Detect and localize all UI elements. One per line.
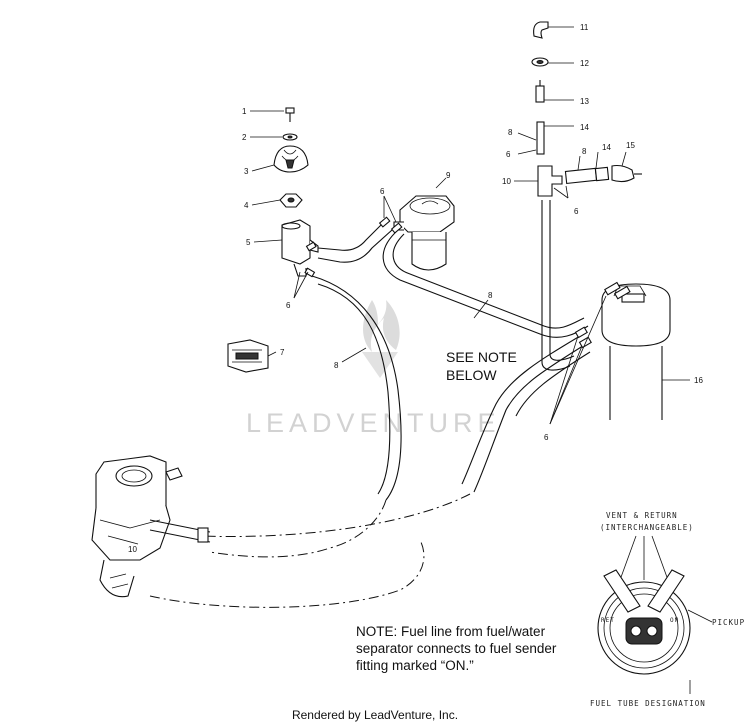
- callout-6-side: 6: [574, 207, 579, 216]
- part-12-grommet: [531, 57, 574, 67]
- watermark-text: LEADVENTURE: [246, 408, 501, 438]
- part-10-tee-fitting: [514, 165, 563, 197]
- callout-6-filter: 6: [380, 187, 385, 196]
- callout-9: 9: [446, 171, 451, 180]
- callout-11: 11: [580, 23, 589, 32]
- dashed-routing: [149, 493, 471, 608]
- callout-8-upper: 8: [508, 128, 513, 137]
- hose-clamps-filter: [378, 195, 403, 234]
- part-2-washer: [282, 133, 298, 141]
- callout-8-side: 8: [582, 147, 587, 156]
- callout-14-top: 14: [580, 123, 589, 132]
- callout-10-tee: 10: [502, 177, 511, 186]
- callout-8-mid: 8: [488, 291, 493, 300]
- callout-6-upper: 6: [506, 150, 511, 159]
- inset-title-2: (INTERCHANGEABLE): [600, 523, 694, 532]
- inset-pickup-label: PICKUP: [712, 618, 745, 627]
- note-line2: separator connects to fuel sender: [356, 641, 557, 656]
- fuel-hoses: [311, 200, 591, 501]
- fuel-tube-inset: VENT & RETURN (INTERCHANGEABLE) RET ON P…: [590, 511, 745, 708]
- callout-2: 2: [242, 133, 247, 142]
- note-line3: fitting marked “ON.”: [356, 658, 474, 673]
- part-14-tube-upper: [517, 121, 574, 155]
- footer-credit: Rendered by LeadVenture, Inc.: [291, 708, 459, 722]
- callout-16: 16: [694, 376, 703, 385]
- part-4-nut: [279, 193, 303, 208]
- callout-6-left: 6: [286, 301, 291, 310]
- inset-designation: FUEL TUBE DESIGNATION: [590, 699, 706, 708]
- callout-8-left: 8: [334, 361, 339, 370]
- see-note-line2: BELOW: [446, 367, 497, 383]
- watermark: LEADVENTURE: [246, 300, 501, 438]
- hose-clamps-left: [293, 241, 317, 299]
- part-3-knob: [273, 145, 309, 173]
- part-11-elbow: [533, 21, 574, 39]
- note-line1: NOTE: Fuel line from fuel/water: [356, 624, 546, 639]
- callout-6-tank: 6: [544, 433, 549, 442]
- part-13-fitting: [535, 80, 574, 103]
- callout-13: 13: [580, 97, 589, 106]
- callout-14-side: 14: [602, 143, 611, 152]
- clamp-leaders-tank: [549, 295, 607, 425]
- svg-text:ON: ON: [670, 617, 679, 624]
- callout-1: 1: [242, 107, 247, 116]
- see-note-line1: SEE NOTE: [446, 349, 517, 365]
- callout-10-engine: 10: [128, 545, 137, 554]
- callout-7: 7: [280, 348, 285, 357]
- part-9-filter: [393, 177, 455, 271]
- side-tube-assembly: [553, 151, 642, 199]
- callout-4: 4: [244, 201, 249, 210]
- callout-15: 15: [626, 141, 635, 150]
- callout-5: 5: [246, 238, 251, 247]
- engine-carburetor: [91, 455, 211, 598]
- callout-3: 3: [244, 167, 249, 176]
- part-1-screw: [285, 107, 295, 122]
- callout-12: 12: [580, 59, 589, 68]
- part-7-bracket: [227, 339, 277, 373]
- callout-leaders-left: [250, 110, 284, 243]
- svg-text:RET: RET: [601, 617, 615, 624]
- part-16-tank: [574, 281, 690, 420]
- inset-title-1: VENT & RETURN: [606, 511, 678, 520]
